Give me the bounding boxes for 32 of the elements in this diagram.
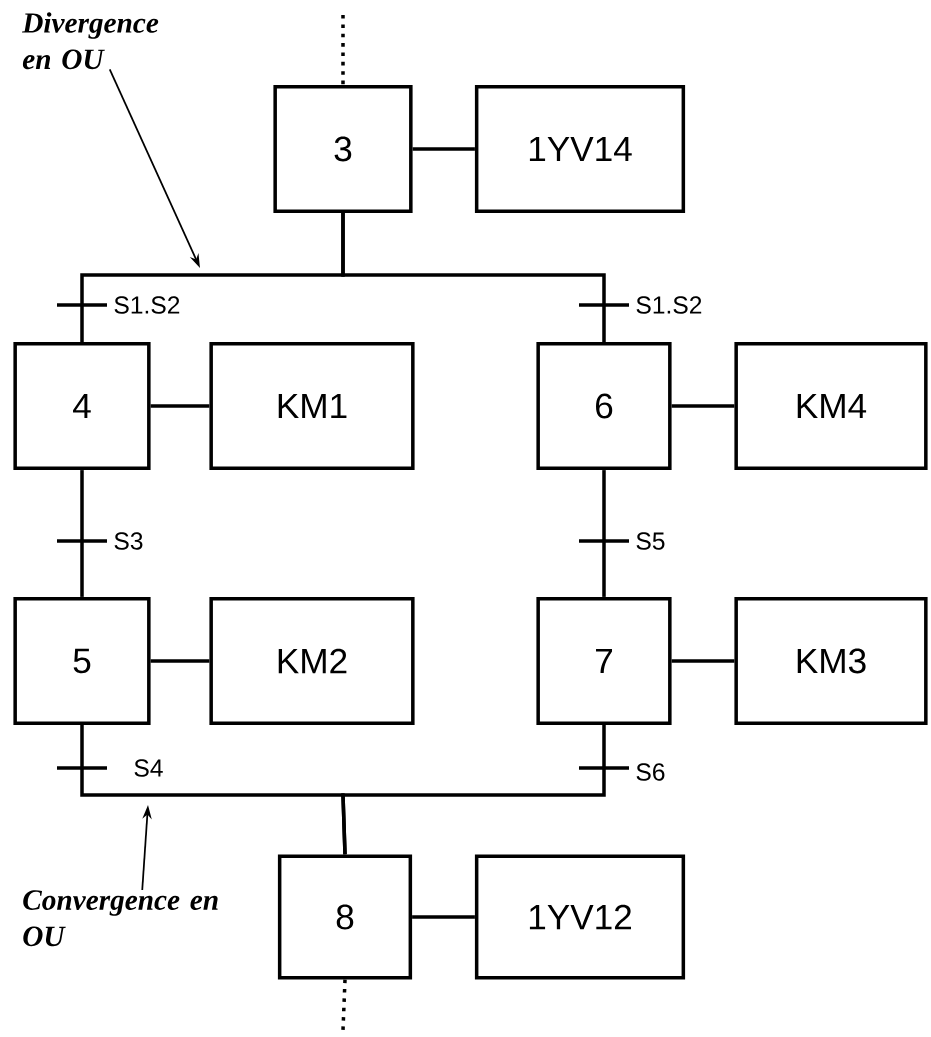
action-box: KM1 (209, 341, 415, 471)
step-box: 5 (13, 596, 151, 726)
connector-line (671, 404, 735, 408)
action-box: 1YV12 (474, 854, 686, 980)
annotation: Convergence en OU (23, 890, 218, 947)
step-box: 6 (536, 341, 672, 471)
connector-line (341, 725, 606, 855)
action-box: KM4 (734, 341, 928, 471)
connector-line (412, 915, 475, 919)
action-box: KM3 (734, 596, 928, 726)
action-box: KM2 (209, 596, 415, 726)
connector-line (671, 659, 735, 663)
connector-line (412, 147, 475, 151)
step-box: 8 (277, 854, 413, 980)
dotted-line (341, 979, 347, 1031)
connector-line (150, 404, 210, 408)
dotted-line (341, 15, 345, 85)
step-box: 3 (273, 84, 413, 214)
transition-label: S6 (634, 762, 667, 782)
step-box: 4 (13, 341, 151, 471)
transition-label: S4 (132, 758, 165, 778)
transition-label: S1.S2 (634, 295, 704, 315)
connector-line (341, 213, 606, 342)
transition-label: S3 (112, 531, 145, 551)
connector-line (150, 659, 210, 663)
connector-line (80, 470, 84, 597)
annotation: Divergence en OU (22, 12, 159, 70)
action-box: 1YV14 (474, 84, 686, 214)
connector-line (602, 470, 606, 597)
step-box: 7 (536, 596, 672, 726)
transition-label: S5 (634, 531, 667, 551)
transition-label: S1.S2 (112, 295, 182, 315)
